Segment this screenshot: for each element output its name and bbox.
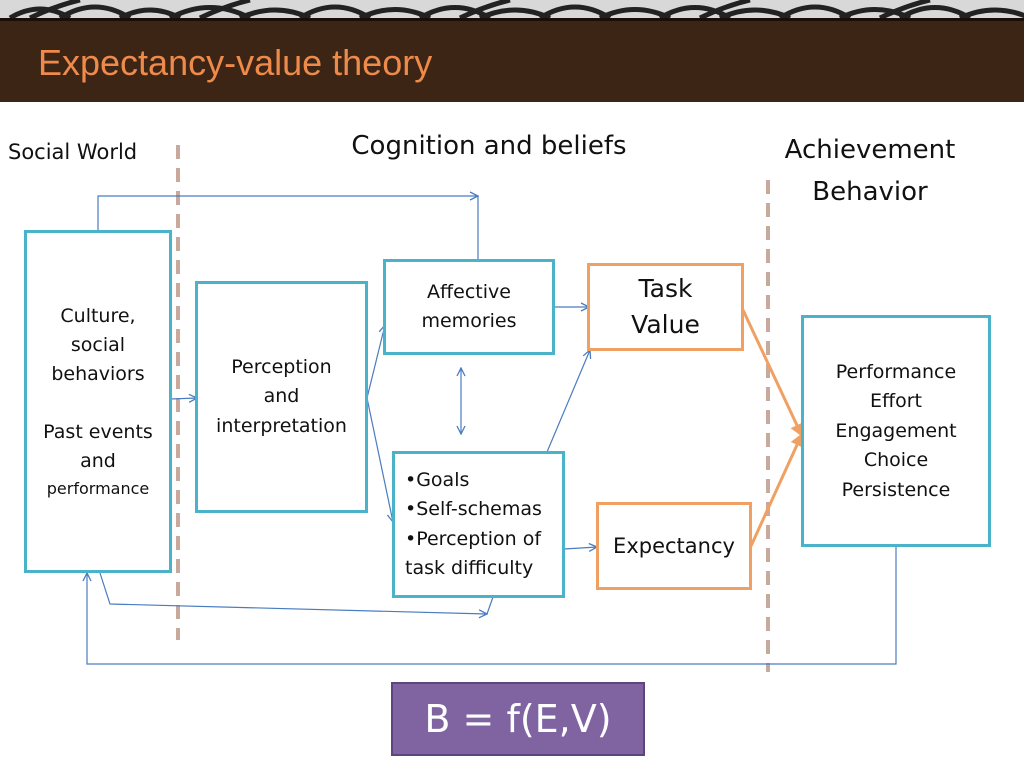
goals-line3: •Perception of xyxy=(405,527,542,550)
affective-line2: memories xyxy=(421,310,517,333)
arrow-perception-to-goals xyxy=(366,397,393,522)
goals-line2: •Self-schemas xyxy=(405,498,542,521)
achievement-label-line2: Behavior xyxy=(812,176,928,207)
perception-line3: interpretation xyxy=(216,414,347,437)
slide-title: Expectancy-value theory xyxy=(38,42,433,83)
culture-line2: social xyxy=(70,333,126,356)
arrow-culture-to-perception xyxy=(169,398,197,399)
social-world-label: Social World xyxy=(8,140,138,164)
performance-line2: Effort xyxy=(870,390,922,413)
arrow-culture-to-affective xyxy=(97,196,478,231)
arrow-goals-to-expectancy xyxy=(563,547,597,549)
culture-line1: Culture, xyxy=(60,304,136,327)
culture-line6: performance xyxy=(46,478,150,498)
culture-line3: behaviors xyxy=(51,363,145,386)
perception-line1: Perception xyxy=(231,355,332,378)
line-goals-bottom xyxy=(486,596,494,615)
task-value-line1: Task xyxy=(638,273,693,303)
performance-line4: Choice xyxy=(863,449,929,472)
arrow-goals-to-task-value xyxy=(546,350,590,453)
affective-memories-box: Affective memories xyxy=(383,259,555,355)
cognition-beliefs-label: Cognition and beliefs xyxy=(351,131,627,161)
arrow-culture-to-goals-bottom xyxy=(99,572,487,614)
arrow-perception-to-affective xyxy=(366,325,385,399)
achievement-behavior-label: Achievement Behavior xyxy=(760,130,980,213)
goals-line4: task difficulty xyxy=(405,556,534,579)
arrow-expectancy-to-performance xyxy=(749,433,804,547)
culture-box: Culture, social behaviors Past events an… xyxy=(24,230,172,573)
performance-line5: Persistence xyxy=(841,478,951,501)
arrow-task-value-to-performance xyxy=(741,309,804,437)
slide-header: Expectancy-value theory xyxy=(0,0,1024,102)
goals-line1: •Goals xyxy=(405,468,470,491)
zebra-texture-decoration xyxy=(0,0,1024,21)
expectancy-box: Expectancy xyxy=(596,502,752,590)
goals-box: •Goals •Self-schemas •Perception of task… xyxy=(392,451,565,598)
performance-line1: Performance xyxy=(835,361,957,383)
formula-box: B = f(E,V) xyxy=(391,682,645,756)
task-value-box: Task Value xyxy=(587,263,744,351)
task-value-line2: Value xyxy=(631,310,700,339)
culture-line5: and xyxy=(80,450,116,473)
arrow-feedback-to-culture xyxy=(87,546,897,665)
achievement-label-line1: Achievement xyxy=(784,135,956,165)
perception-line2: and xyxy=(263,385,300,408)
affective-line1: Affective xyxy=(427,281,511,303)
performance-box: Performance Effort Engagement Choice Per… xyxy=(801,315,991,547)
perception-box: Perception and interpretation xyxy=(195,281,368,513)
expectancy-label: Expectancy xyxy=(613,533,735,558)
performance-line3: Engagement xyxy=(835,419,957,442)
formula-text: B = f(E,V) xyxy=(424,697,612,741)
culture-line4: Past events xyxy=(43,420,153,443)
